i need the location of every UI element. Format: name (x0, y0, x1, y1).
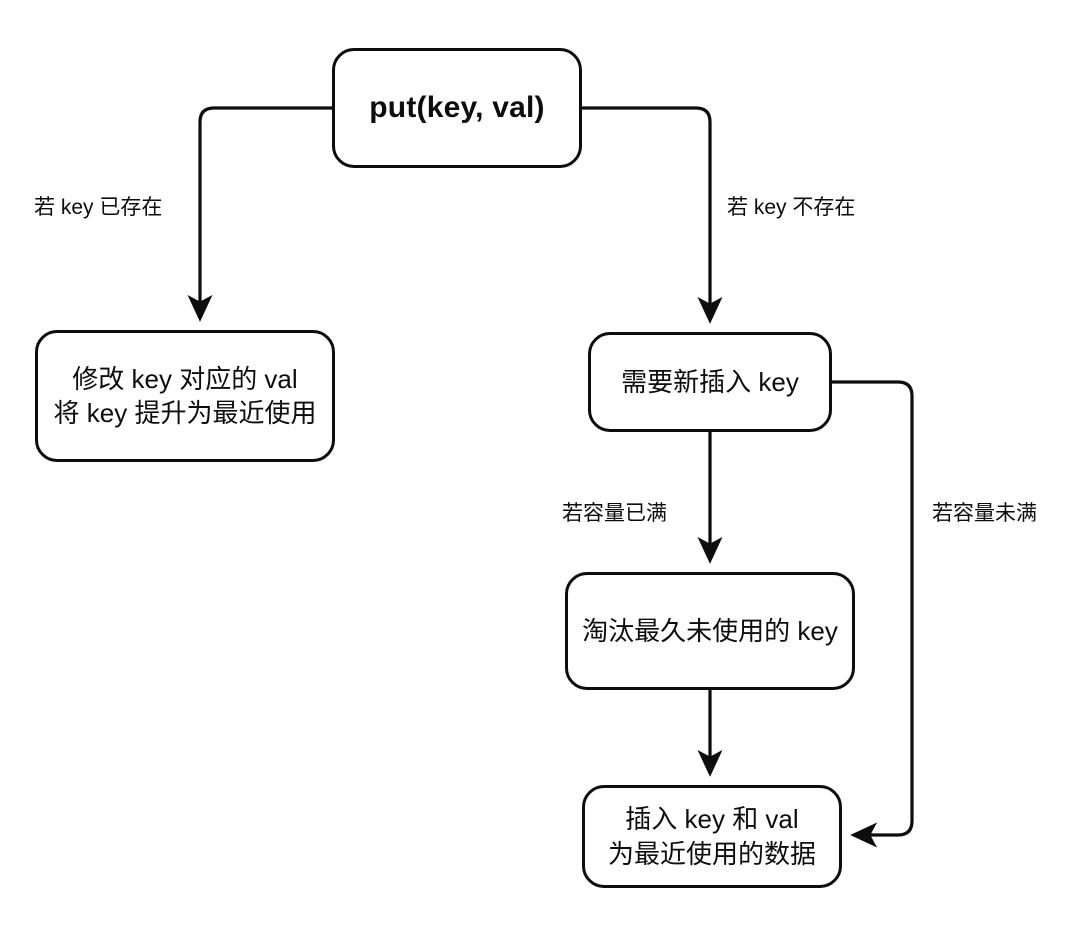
node-update-existing[interactable]: 修改 key 对应的 val 将 key 提升为最近使用 (35, 330, 335, 462)
node-put[interactable]: put(key, val) (332, 48, 582, 168)
edge-start-to-update (187, 106, 332, 322)
edge-label-key-exists: 若 key 已存在 (34, 196, 163, 219)
node-put-label: put(key, val) (369, 91, 545, 125)
edge-start-to-insert-new (582, 106, 723, 324)
node-insert-new-key-label: 需要新插入 key (621, 366, 799, 397)
node-update-existing-label: 修改 key 对应的 val 将 key 提升为最近使用 (53, 363, 317, 428)
node-evict-lru-key[interactable]: 淘汰最久未使用的 key (565, 572, 855, 690)
edge-label-capacity-full: 若容量已满 (562, 502, 667, 525)
node-insert-key-val[interactable]: 插入 key 和 val 为最近使用的数据 (582, 785, 842, 888)
node-insert-key-val-label: 插入 key 和 val 为最近使用的数据 (607, 804, 816, 869)
edge-label-capacity-not-full: 若容量未满 (932, 502, 1037, 525)
edge-insert-new-to-insert-bypass (832, 380, 914, 848)
node-insert-new-key[interactable]: 需要新插入 key (588, 332, 832, 432)
edge-label-key-absent: 若 key 不存在 (727, 196, 856, 219)
node-evict-lru-key-label: 淘汰最久未使用的 key (582, 615, 838, 646)
